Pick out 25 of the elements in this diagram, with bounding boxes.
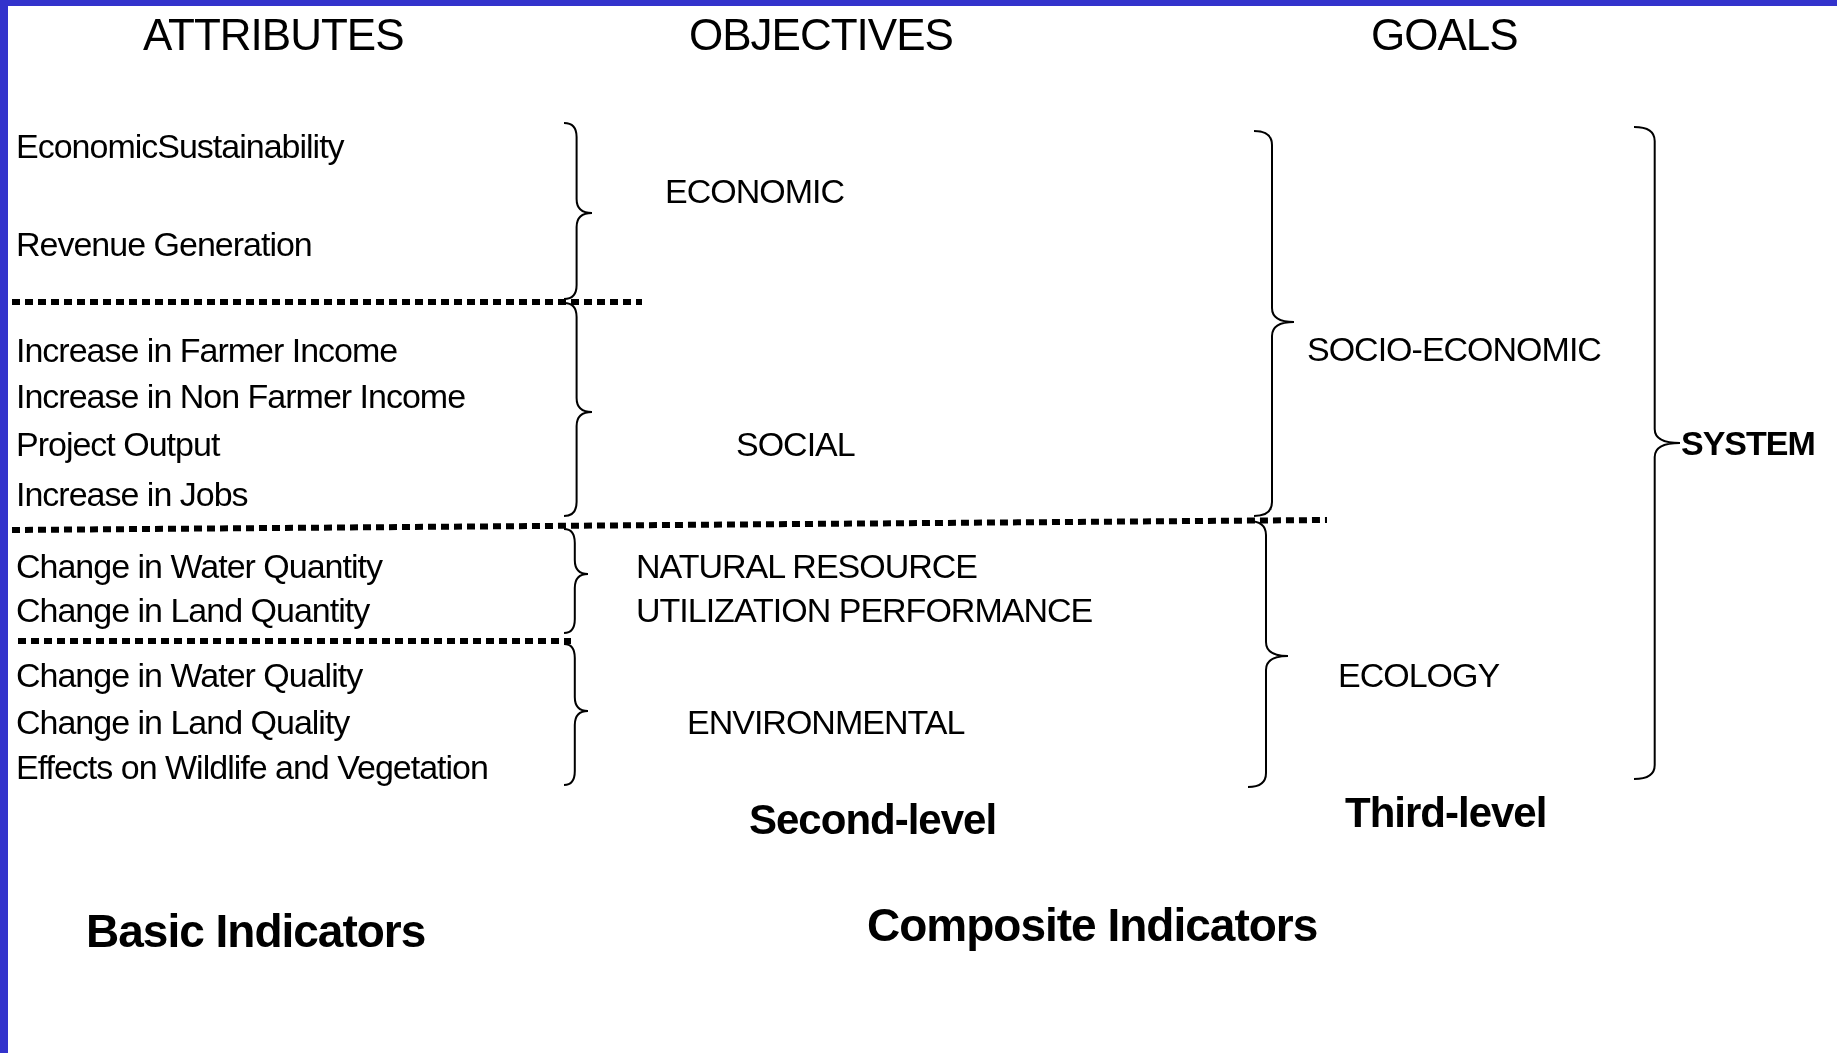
column-heading: GOALS [1371,10,1518,60]
system-label: SYSTEM [1681,423,1815,463]
objective-label: SOCIAL [736,424,855,464]
attribute-label: Increase in Jobs [16,474,248,514]
attribute-label: Increase in Non Farmer Income [16,376,466,416]
objective-label: ECONOMIC [665,171,844,211]
goal-label: SOCIO-ECONOMIC [1307,329,1601,369]
objective-label: NATURAL RESOURCE UTILIZATION PERFORMANCE [636,546,1094,631]
attribute-label: Project Output [16,424,220,464]
attribute-label: Change in Water Quality [16,655,363,695]
attribute-label: Increase in Farmer Income [16,330,398,370]
goal-label: ECOLOGY [1338,655,1500,695]
attribute-label: Change in Water Quantity [16,546,382,586]
indicator-caption: Basic Indicators [86,904,426,958]
level-label: Second-level [749,796,997,844]
level-label: Third-level [1345,789,1547,837]
attribute-label: Effects on Wildlife and Vegetation [16,747,488,787]
attribute-label: Revenue Generation [16,224,312,264]
indicator-caption: Composite Indicators [867,898,1318,952]
attribute-label: Change in Land Quality [16,702,350,742]
column-heading: ATTRIBUTES [143,10,404,60]
column-heading: OBJECTIVES [689,10,953,60]
attribute-label: EconomicSustainability [16,126,344,166]
attribute-label: Change in Land Quantity [16,590,370,630]
objective-label: ENVIRONMENTAL [687,702,965,742]
